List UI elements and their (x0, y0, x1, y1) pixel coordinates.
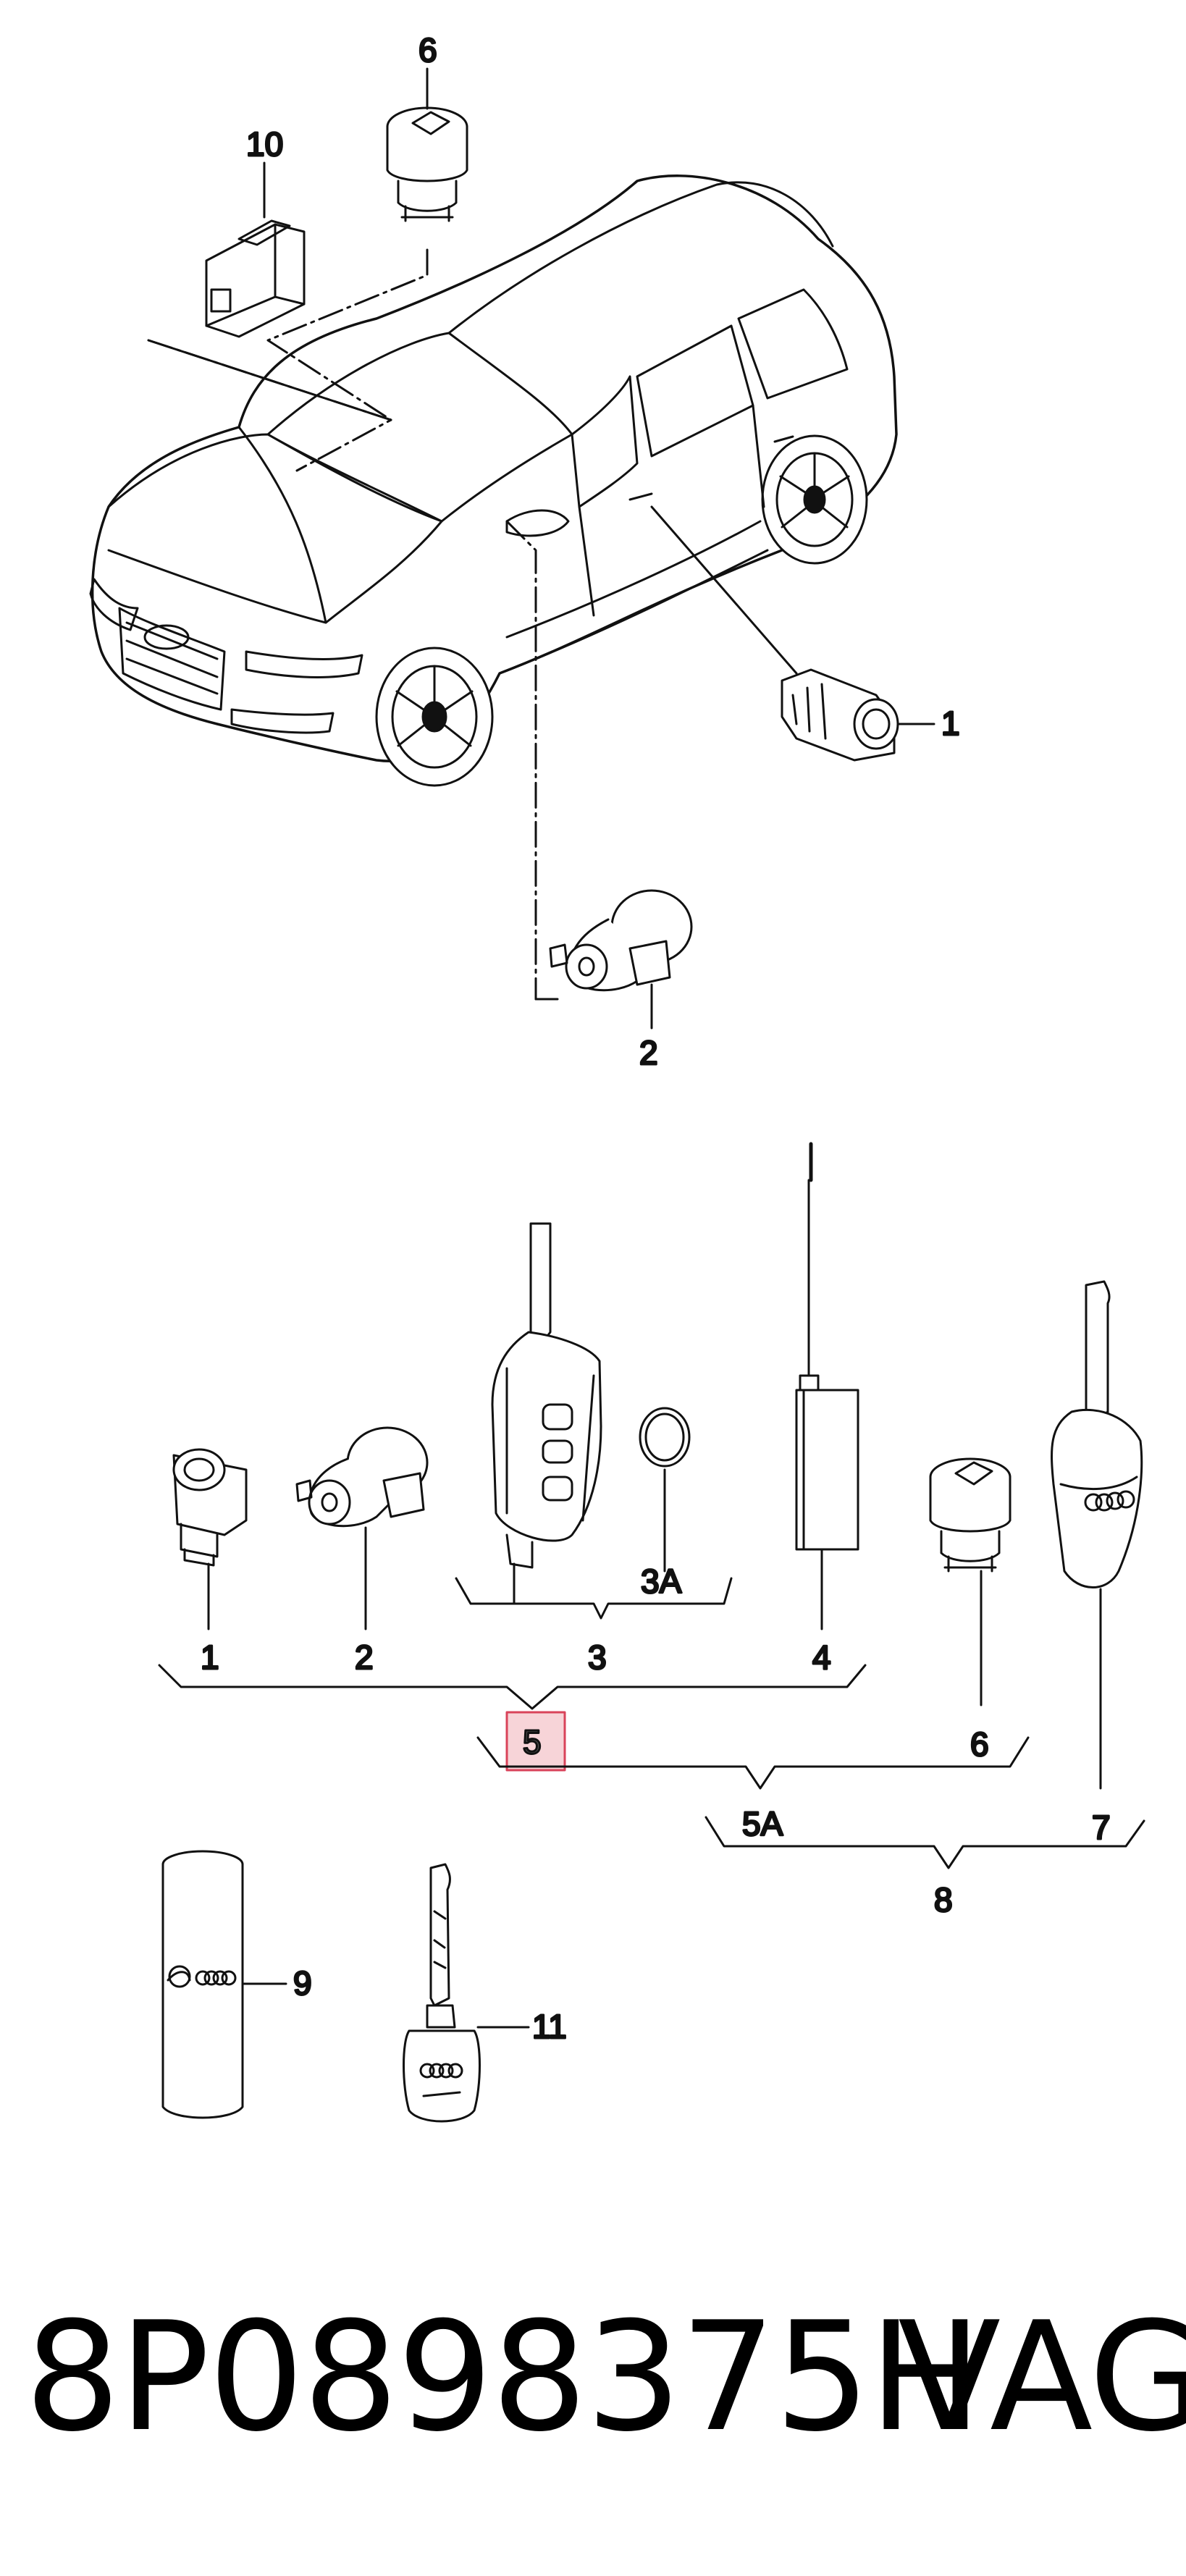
callout-5: 5 (523, 1723, 542, 1761)
callout-1a: 1 (941, 704, 960, 742)
callout-9: 9 (293, 1964, 312, 2002)
callout-6a: 6 (419, 31, 437, 69)
bracket-8 (705, 1816, 1145, 1869)
brand-label: VAG (898, 2290, 1186, 2465)
highlight-box-5 (505, 1711, 566, 1772)
door-lock-cylinder-2 (172, 1448, 248, 1567)
battery-3a (639, 1407, 691, 1468)
callout-3: 3 (588, 1638, 607, 1676)
callout-10: 10 (246, 125, 283, 163)
car-illustration (89, 174, 898, 787)
callout-5a: 5A (742, 1805, 783, 1843)
callout-2b: 2 (355, 1638, 374, 1676)
flip-key-remote (491, 1222, 602, 1569)
callout-11: 11 (532, 2008, 567, 2045)
callout-8: 8 (934, 1881, 953, 1919)
callout-2a: 2 (639, 1034, 658, 1072)
callout-3a: 3A (641, 1562, 682, 1600)
grease-can (161, 1850, 244, 2119)
leader-lines-car-solid (147, 339, 798, 675)
plain-key (403, 1863, 481, 2123)
trunk-lock-cylinder (386, 106, 468, 222)
callout-7: 7 (1092, 1809, 1111, 1846)
bracket-5 (158, 1664, 867, 1710)
bracket-5a (476, 1736, 1030, 1790)
trunk-lock-cylinder-2 (929, 1457, 1012, 1573)
callout-1b: 1 (201, 1638, 219, 1676)
callout-6b: 6 (970, 1725, 989, 1763)
door-lock-cylinder (781, 668, 899, 762)
ignition-lock (549, 889, 693, 992)
callout-4: 4 (812, 1638, 831, 1676)
smart-key (1051, 1280, 1143, 1588)
ignition-lock-2 (295, 1426, 429, 1528)
switch-unit (205, 219, 306, 338)
part-number: 8P0898375H (25, 2290, 983, 2465)
bracket-3 (455, 1577, 733, 1620)
antenna-module (795, 1142, 859, 1551)
